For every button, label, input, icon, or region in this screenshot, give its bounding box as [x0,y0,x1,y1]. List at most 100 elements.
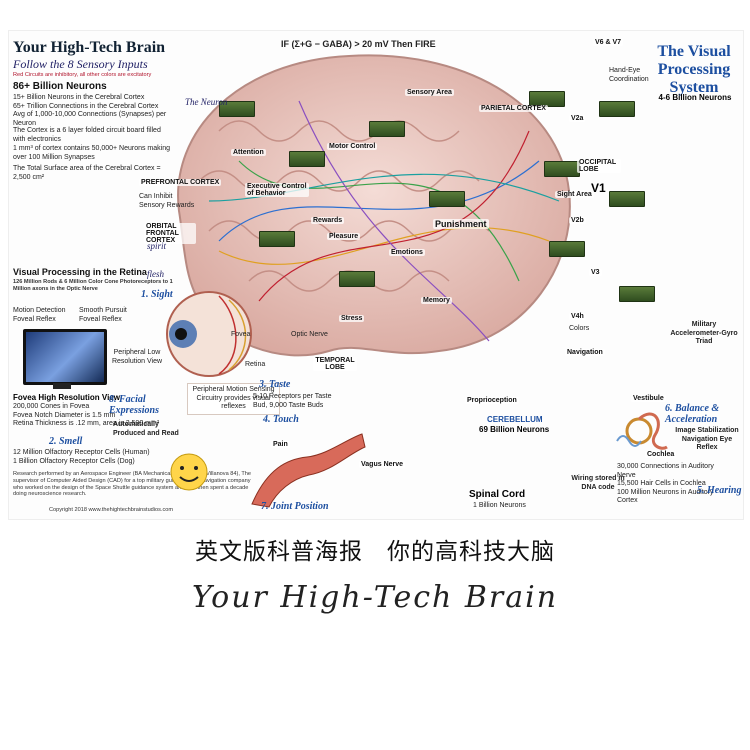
occipital-label: OCCIPITAL LOBE [577,159,621,173]
retina-subtitle: 126 Million Rods & 6 Million Color Cone … [13,279,173,292]
taste-sub: 5-10 Receptors per Taste Bud, 9,000 Tast… [253,393,332,409]
spinal-sub: 1 Billion Neurons [473,502,526,509]
smell-stat-line: 1 Billion Olfactory Receptor Cells (Dog) [13,457,135,465]
motion-label: Motion Detection Foveal Reflex [13,307,66,323]
circuit-chip [289,151,325,167]
monitor-image [23,329,107,385]
circuit-chip [369,121,405,137]
cerebellum-sub: 69 Billion Neurons [479,425,550,434]
pleasure-label: Pleasure [327,233,361,240]
pain-label: Pain [271,441,290,448]
poster-title: Your High-Tech Brain [13,39,166,56]
hearing-heading: 5. Hearing [697,485,742,496]
touch-heading: 4. Touch [263,414,299,425]
fire-formula: IF (Σ+G − GABA) > 20 mV Then FIRE [281,39,436,49]
balance-heading: 6. Balance & Acceleration [665,403,720,425]
circuit-chip [429,191,465,207]
fovea-stat-line: Retina Thickness is .12 mm, area is 2,50… [13,420,160,427]
parietal-label: PARIETAL CORTEX [479,105,548,112]
orbital-label: ORBITAL FRONTAL CORTEX [144,223,196,244]
neuron-stat-line: 15+ Billion Neurons in the Cerebral Cort… [13,94,145,101]
smell-stat-line: 12 Million Olfactory Receptor Cells (Hum… [13,449,150,456]
optic-nerve-label: Optic Nerve [291,331,328,338]
punishment-label: Punishment [433,219,489,229]
flesh-label: flesh [147,269,164,279]
inhibitory-note: Red Circuits are inhibitory, all other c… [13,72,152,78]
v3-label: V3 [589,269,602,276]
v2a-label: V2a [569,115,586,122]
cortex-text: The Cortex is a 6 layer folded circuit b… [13,127,161,143]
circuit-chip [619,286,655,302]
pursuit-label: Smooth Pursuit Foveal Reflex [79,307,127,323]
prefrontal-sub: Can Inhibit Sensory Rewards [139,193,195,209]
neuron-label: The Neuron [185,97,228,107]
english-script-caption: Your High-Tech Brain [191,580,559,615]
peripheral-motion-box: Peripheral Motion Sensing Circuitry prov… [187,383,280,415]
temporal-label: TEMPORAL LOBE [313,357,357,371]
ear-illustration [616,412,668,450]
neurons-heading: 86+ Billion Neurons [13,81,107,92]
circuit-chip [219,101,255,117]
peripheral-label: Peripheral Low Resolution View [111,349,163,365]
poster: Your High-Tech Brain Follow the 8 Sensor… [8,30,744,520]
visual-neurons: 4-6 Billion Neurons [658,93,732,102]
visual-system-title: The Visual Processing System [657,43,731,96]
neuron-stat-line: 65+ Trillion Connections in the Cerebral… [13,102,159,110]
circuit-chip [544,161,580,177]
vagus-label: Vagus Nerve [359,461,406,468]
credit-text: Research performed by an Aerospace Engin… [13,471,251,498]
cochlea-stat-line: 30,000 Connections in Auditory Nerve [617,463,714,479]
eye-illustration [166,291,252,377]
cerebellum-label: CEREBELLUM [487,415,543,424]
stress-label: Stress [339,315,365,322]
fovea-stats: 200,000 Cones in Fovea Fovea Notch Diame… [13,403,173,429]
executive-label: Executive Control of Behavior [245,183,309,197]
rewards-label: Rewards [311,217,345,224]
cochlea-label: Cochlea [645,451,677,458]
facial-heading: 8. Facial Expressions [109,394,160,416]
v4-label: V4h [569,313,586,320]
v1-label: V1 [591,181,606,195]
facial-sub: Automatically Produced and Read [113,421,179,437]
fovea-stat-line: Fovea Notch Diameter is 1.5 mm [13,411,116,419]
arm-illustration [251,433,366,508]
v6-label: V6 & V7 [593,39,624,46]
motor-control-label: Motor Control [327,143,378,150]
navigation-label: Navigation [565,349,605,356]
fovea-stat-line: 200,000 Cones in Fovea [13,403,90,410]
circuit-chip [339,271,375,287]
prefrontal-label: PREFRONTAL CORTEX [139,179,222,186]
hand-eye-label: Hand-Eye Coordination [609,67,649,83]
face-icon [170,453,208,491]
chinese-caption: 英文版科普海报 你的高科技大脑 [195,539,555,565]
neuron-stats: 15+ Billion Neurons in the Cerebral Cort… [13,94,178,128]
poster-subtitle: Follow the 8 Sensory Inputs [13,57,148,71]
neuron-stat-line: Avg of 1,000-10,000 Connections (Synapse… [13,111,167,127]
fovea-label: Fovea [231,331,251,338]
cochlea-stat-line: 100 Million Neurons in Auditory Cortex [617,488,714,505]
smell-stats: 12 Million Olfactory Receptor Cells (Hum… [13,449,183,466]
cochlea-stat-line: 15,500 Hair Cells in Cochlea [617,480,706,487]
circuit-chip [609,191,645,207]
copyright: Copyright 2018 www.thehightechbrainstudi… [49,507,174,513]
sensory-area-label: Sensory Area [405,89,454,96]
cortex-detail: 1 mm³ of cortex contains 50,000+ Neurons… [13,145,170,161]
military-label: Military Accelerometer-Gyro Triad [670,321,738,345]
spirit-label: spirit [147,241,167,251]
attention-label: Attention [231,149,266,156]
smell-heading: 2. Smell [49,436,83,447]
balance-sub: Image Stabilization Navigation Eye Refle… [675,427,739,451]
joint-heading: 7. Joint Position [261,501,329,512]
retina-label: Retina [245,361,266,368]
memory-label: Memory [421,297,452,304]
emotions-label: Emotions [389,249,425,256]
surface-area: The Total Surface area of the Cerebral C… [13,165,161,181]
retina-title: Visual Processing in the Retina [13,267,147,277]
taste-heading: 3. Taste [259,379,291,390]
circuit-chip [259,231,295,247]
brain-illustration [177,54,571,357]
vestibule-label: Vestibule [631,395,666,402]
v2b-label: V2b [569,217,586,224]
colors-label: Colors [569,325,590,332]
fovea-title: Fovea High Resolution View [13,393,120,402]
